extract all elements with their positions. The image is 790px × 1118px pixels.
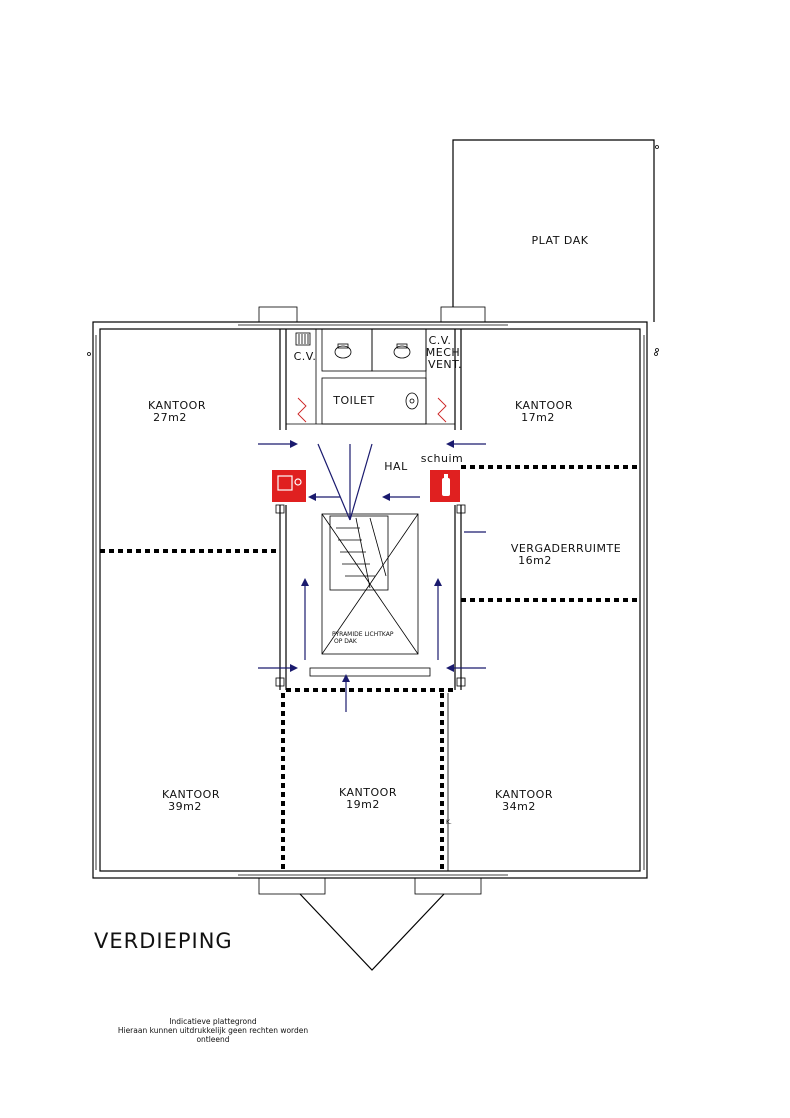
room-cv-mech-line3: VENT.: [428, 358, 462, 371]
plat-dak-area: [452, 139, 659, 352]
escape-routes: [258, 440, 486, 712]
disclaimer-line2: Hieraan kunnen uitdrukkelijk geen rechte…: [118, 1026, 309, 1035]
label-k: K.: [446, 819, 452, 826]
disclaimer-line1: Indicatieve plattegrond: [169, 1017, 257, 1026]
room-toilet: TOILET: [332, 394, 374, 407]
fire-hose-reel-icon: [272, 470, 306, 502]
core-walls: [275, 328, 466, 690]
room-cv-mech-line2: MECH: [426, 346, 460, 359]
room-kantoor-ne-name: KANTOOR: [515, 399, 573, 412]
room-vergaderruimte-area: 16m2: [518, 554, 552, 567]
label-lichtkap-line1: PYRAMIDE LICHTKAP: [332, 631, 394, 638]
room-kantoor-se-name: KANTOOR: [495, 788, 553, 801]
room-kantoor-ne-area: 17m2: [521, 411, 555, 424]
room-cv-mech-line1: C.V.: [429, 334, 452, 347]
room-kantoor-s-name: KANTOOR: [339, 786, 397, 799]
label-schuim: schuim: [421, 452, 464, 465]
fire-partitions: [100, 465, 640, 871]
room-vergaderruimte-name: VERGADERRUIMTE: [511, 542, 621, 555]
disclaimer-line3: ontleend: [196, 1035, 229, 1044]
fire-extinguisher-icon: [430, 470, 460, 502]
room-kantoor-sw-name: KANTOOR: [162, 788, 220, 801]
room-kantoor-se-area: 34m2: [502, 800, 536, 813]
label-lichtkap-line2: OP DAK: [334, 638, 358, 645]
plan-title: VERDIEPING: [94, 929, 233, 953]
outer-walls: [87, 306, 658, 971]
room-cv: C.V.: [294, 350, 317, 363]
room-plat-dak: PLAT DAK: [532, 234, 589, 247]
room-hal: HAL: [384, 460, 408, 473]
room-kantoor-s-area: 19m2: [346, 798, 380, 811]
fire-doors: [297, 397, 447, 423]
room-kantoor-sw-area: 39m2: [168, 800, 202, 813]
room-kantoor-nw-area: 27m2: [153, 411, 187, 424]
room-kantoor-nw-name: KANTOOR: [148, 399, 206, 412]
